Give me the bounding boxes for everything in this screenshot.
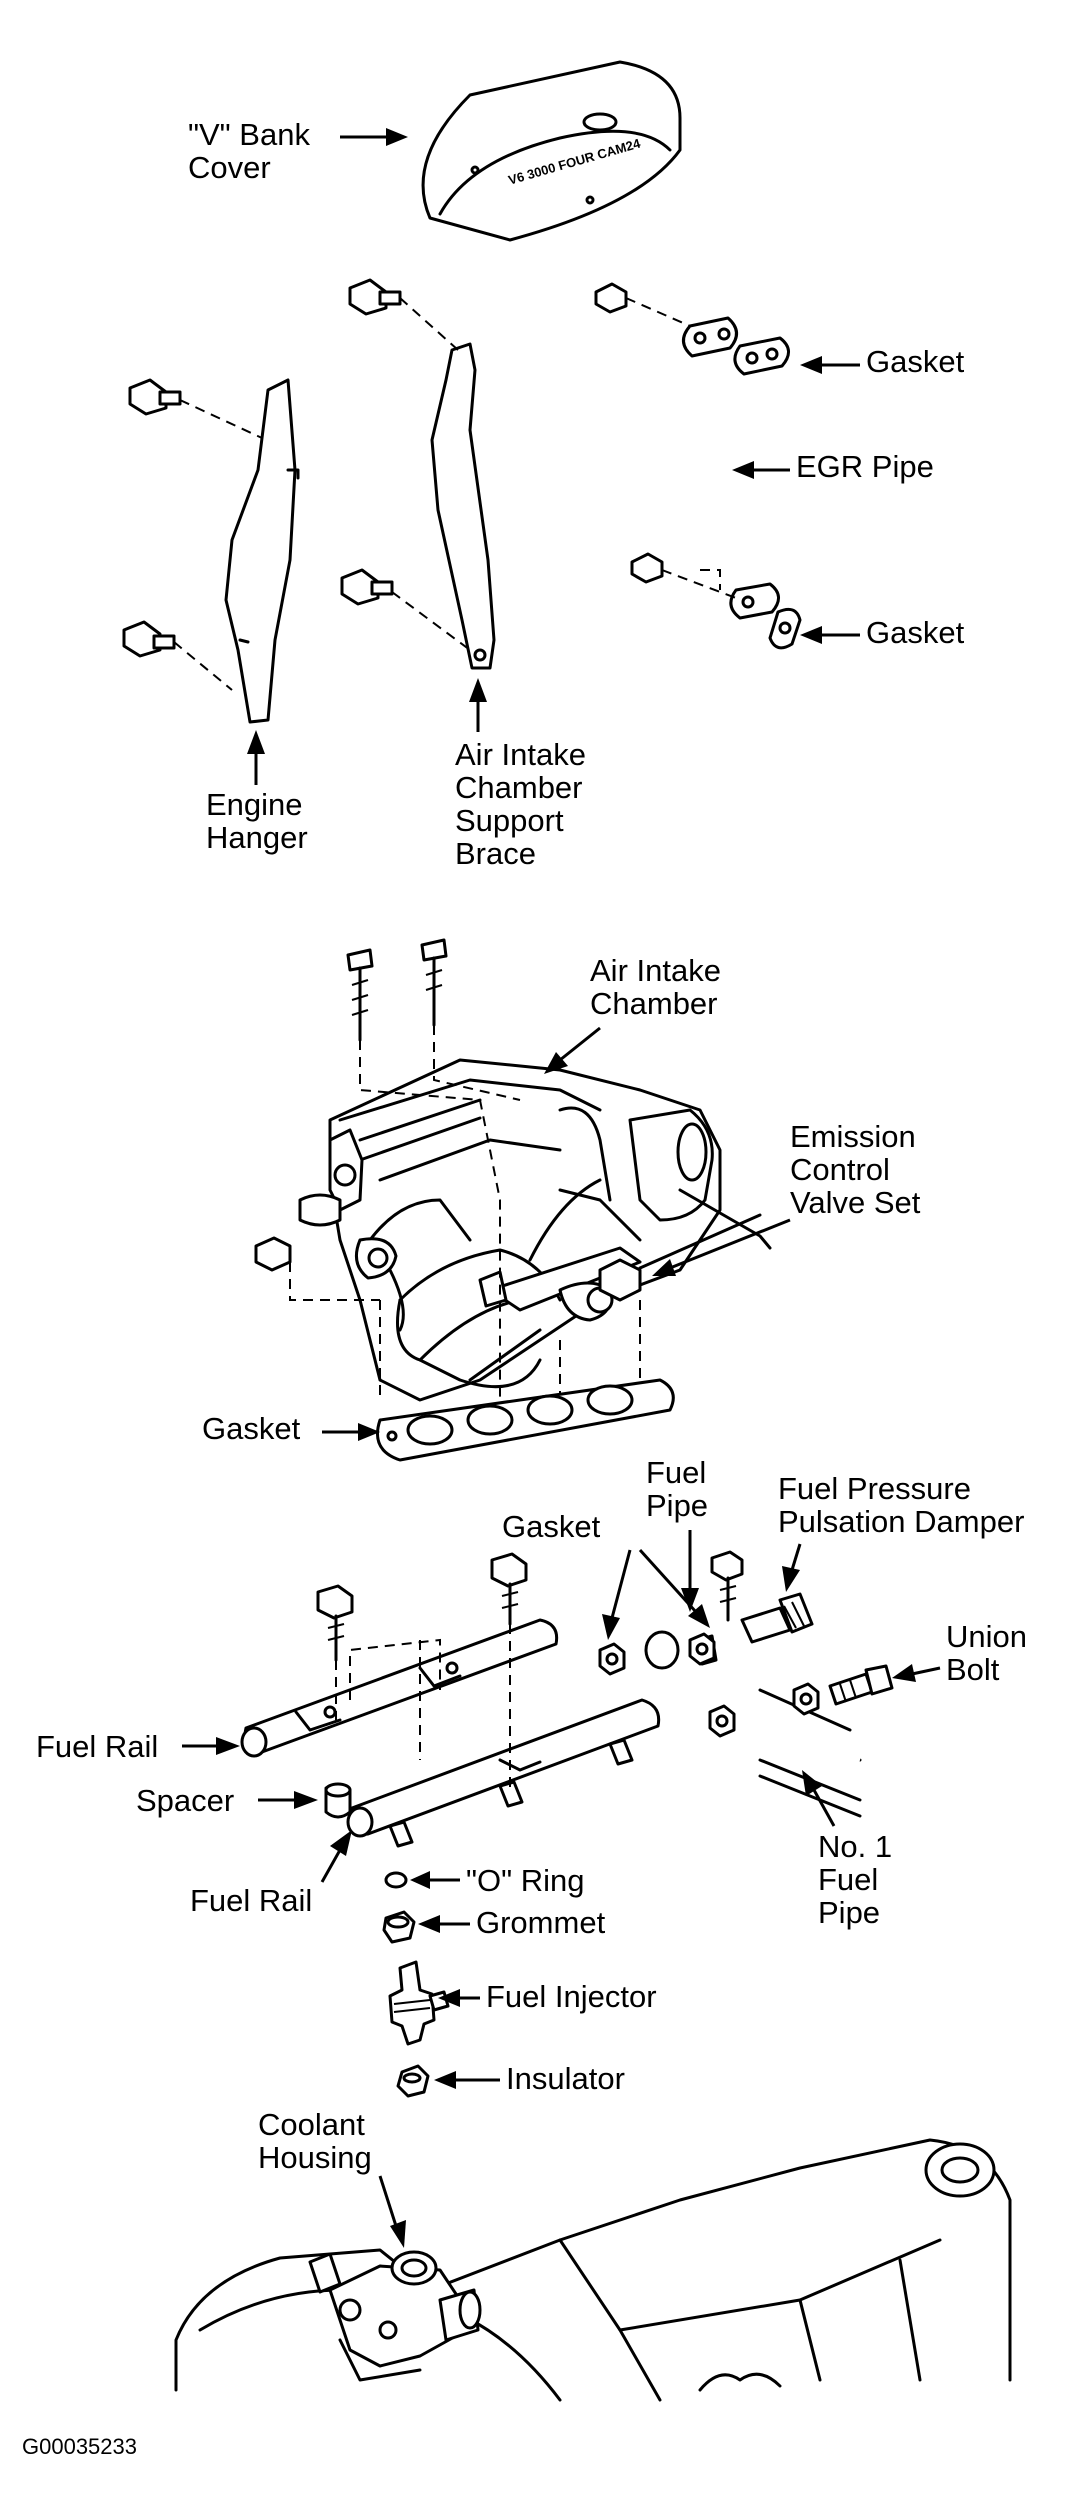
egr-nut-upper	[594, 282, 628, 314]
label-spacer: Spacer	[136, 1783, 235, 1818]
engine-block	[174, 2138, 1012, 2402]
arrows-gasket-fuel	[602, 1548, 710, 1640]
engine-hanger-bolt-lower	[122, 620, 176, 658]
fuel-pressure-pulsation-damper	[740, 1592, 814, 1644]
egr-gasket-lower	[768, 607, 802, 650]
brace-bolt-lower	[340, 568, 394, 606]
arrow-emission-control-valve-set	[652, 1218, 791, 1276]
air-intake-chamber	[298, 1058, 772, 1402]
arrow-o-ring	[410, 1871, 460, 1889]
label-grommet: Grommet	[476, 1905, 606, 1940]
fuel-injector	[388, 1960, 450, 2046]
fuel-rail-bolt-right	[490, 1552, 528, 1626]
label-egr-pipe: EGR Pipe	[796, 449, 934, 484]
chamber-gasket	[376, 1378, 675, 1462]
gasket-fuel-left	[598, 1642, 626, 1676]
label-gasket-egr-top: Gasket	[866, 344, 965, 379]
label-fuel-pipe: Fuel Pipe	[646, 1455, 709, 1523]
arrow-no1-fuel-pipe	[802, 1770, 836, 1827]
label-fuel-pressure-damper: Fuel Pressure Pulsation Damper	[778, 1471, 1025, 1539]
arrow-v-bank-cover	[340, 128, 408, 146]
chamber-nut	[254, 1236, 292, 1272]
gasket-fuel-right	[688, 1632, 716, 1666]
arrow-union-bolt	[892, 1664, 941, 1682]
label-support-brace: Air Intake Chamber Support Brace	[455, 737, 586, 871]
grommet	[382, 1910, 416, 1944]
arrow-fuel-injector	[438, 1989, 480, 2007]
label-coolant-housing: Coolant Housing	[258, 2107, 372, 2175]
egr-gasket-upper	[733, 336, 790, 376]
label-gasket-egr-bottom: Gasket	[866, 615, 965, 650]
egr-pipe	[659, 316, 788, 620]
arrow-engine-hanger	[247, 730, 265, 785]
arrow-air-intake-chamber	[544, 1026, 601, 1074]
label-fuel-rail-lower: Fuel Rail	[190, 1883, 313, 1918]
label-gasket-chamber: Gasket	[202, 1411, 301, 1446]
label-fuel-rail-upper: Fuel Rail	[36, 1729, 159, 1764]
engine-hanger	[224, 378, 300, 724]
v-bank-cover: V6 3000 FOUR CAM24	[421, 60, 682, 242]
label-no1-fuel-pipe: No. 1 Fuel Pipe	[818, 1829, 893, 1930]
o-ring	[384, 1871, 408, 1889]
label-fuel-injector: Fuel Injector	[486, 1979, 657, 2014]
arrow-gasket-egr-bottom	[800, 626, 860, 644]
arrow-fuel-rail-lower	[320, 1830, 352, 1883]
fuel-pipe-bolt	[710, 1550, 744, 1622]
fuel-rail-upper	[240, 1618, 559, 1758]
arrow-grommet	[418, 1915, 470, 1933]
air-intake-chamber-support-brace	[430, 342, 496, 670]
egr-nut-lower	[630, 552, 664, 584]
arrow-fuel-pressure-damper	[782, 1543, 802, 1592]
label-air-intake-chamber: Air Intake Chamber	[590, 953, 721, 1021]
insulator	[396, 2064, 430, 2098]
arrow-spacer	[258, 1791, 318, 1809]
gasket-fuel-lower	[708, 1682, 820, 1738]
arrow-insulator	[434, 2071, 500, 2089]
label-v-bank-cover: "V" Bank Cover	[188, 117, 310, 185]
arrow-support-brace	[469, 678, 487, 732]
fuel-rail-lower	[346, 1698, 661, 1848]
label-emission-control-valve-set: Emission Control Valve Set	[790, 1119, 921, 1220]
arrow-gasket-chamber	[322, 1423, 380, 1441]
label-union-bolt: Union Bolt	[946, 1619, 1027, 1687]
arrow-egr-pipe	[732, 461, 790, 479]
label-o-ring: "O" Ring	[466, 1863, 585, 1898]
brace-bolt-upper	[348, 278, 402, 316]
fuel-rail-bolt-left	[316, 1584, 354, 1662]
arrow-fuel-pipe	[681, 1530, 699, 1612]
arrow-gasket-egr-top	[800, 356, 860, 374]
arrow-coolant-housing	[378, 2175, 406, 2248]
arrow-fuel-rail-upper	[182, 1737, 240, 1755]
label-engine-hanger: Engine Hanger	[206, 787, 308, 855]
chamber-bolt-right	[420, 938, 448, 1027]
chamber-bolt-left	[346, 948, 374, 1042]
union-bolt	[828, 1664, 894, 1706]
engine-hanger-bolt-upper	[128, 378, 182, 416]
label-insulator: Insulator	[506, 2061, 625, 2096]
spacer	[324, 1782, 352, 1819]
coolant-housing	[308, 2250, 482, 2382]
figure-id: G00035233	[22, 2434, 137, 2459]
label-gasket-fuel: Gasket	[502, 1509, 601, 1544]
